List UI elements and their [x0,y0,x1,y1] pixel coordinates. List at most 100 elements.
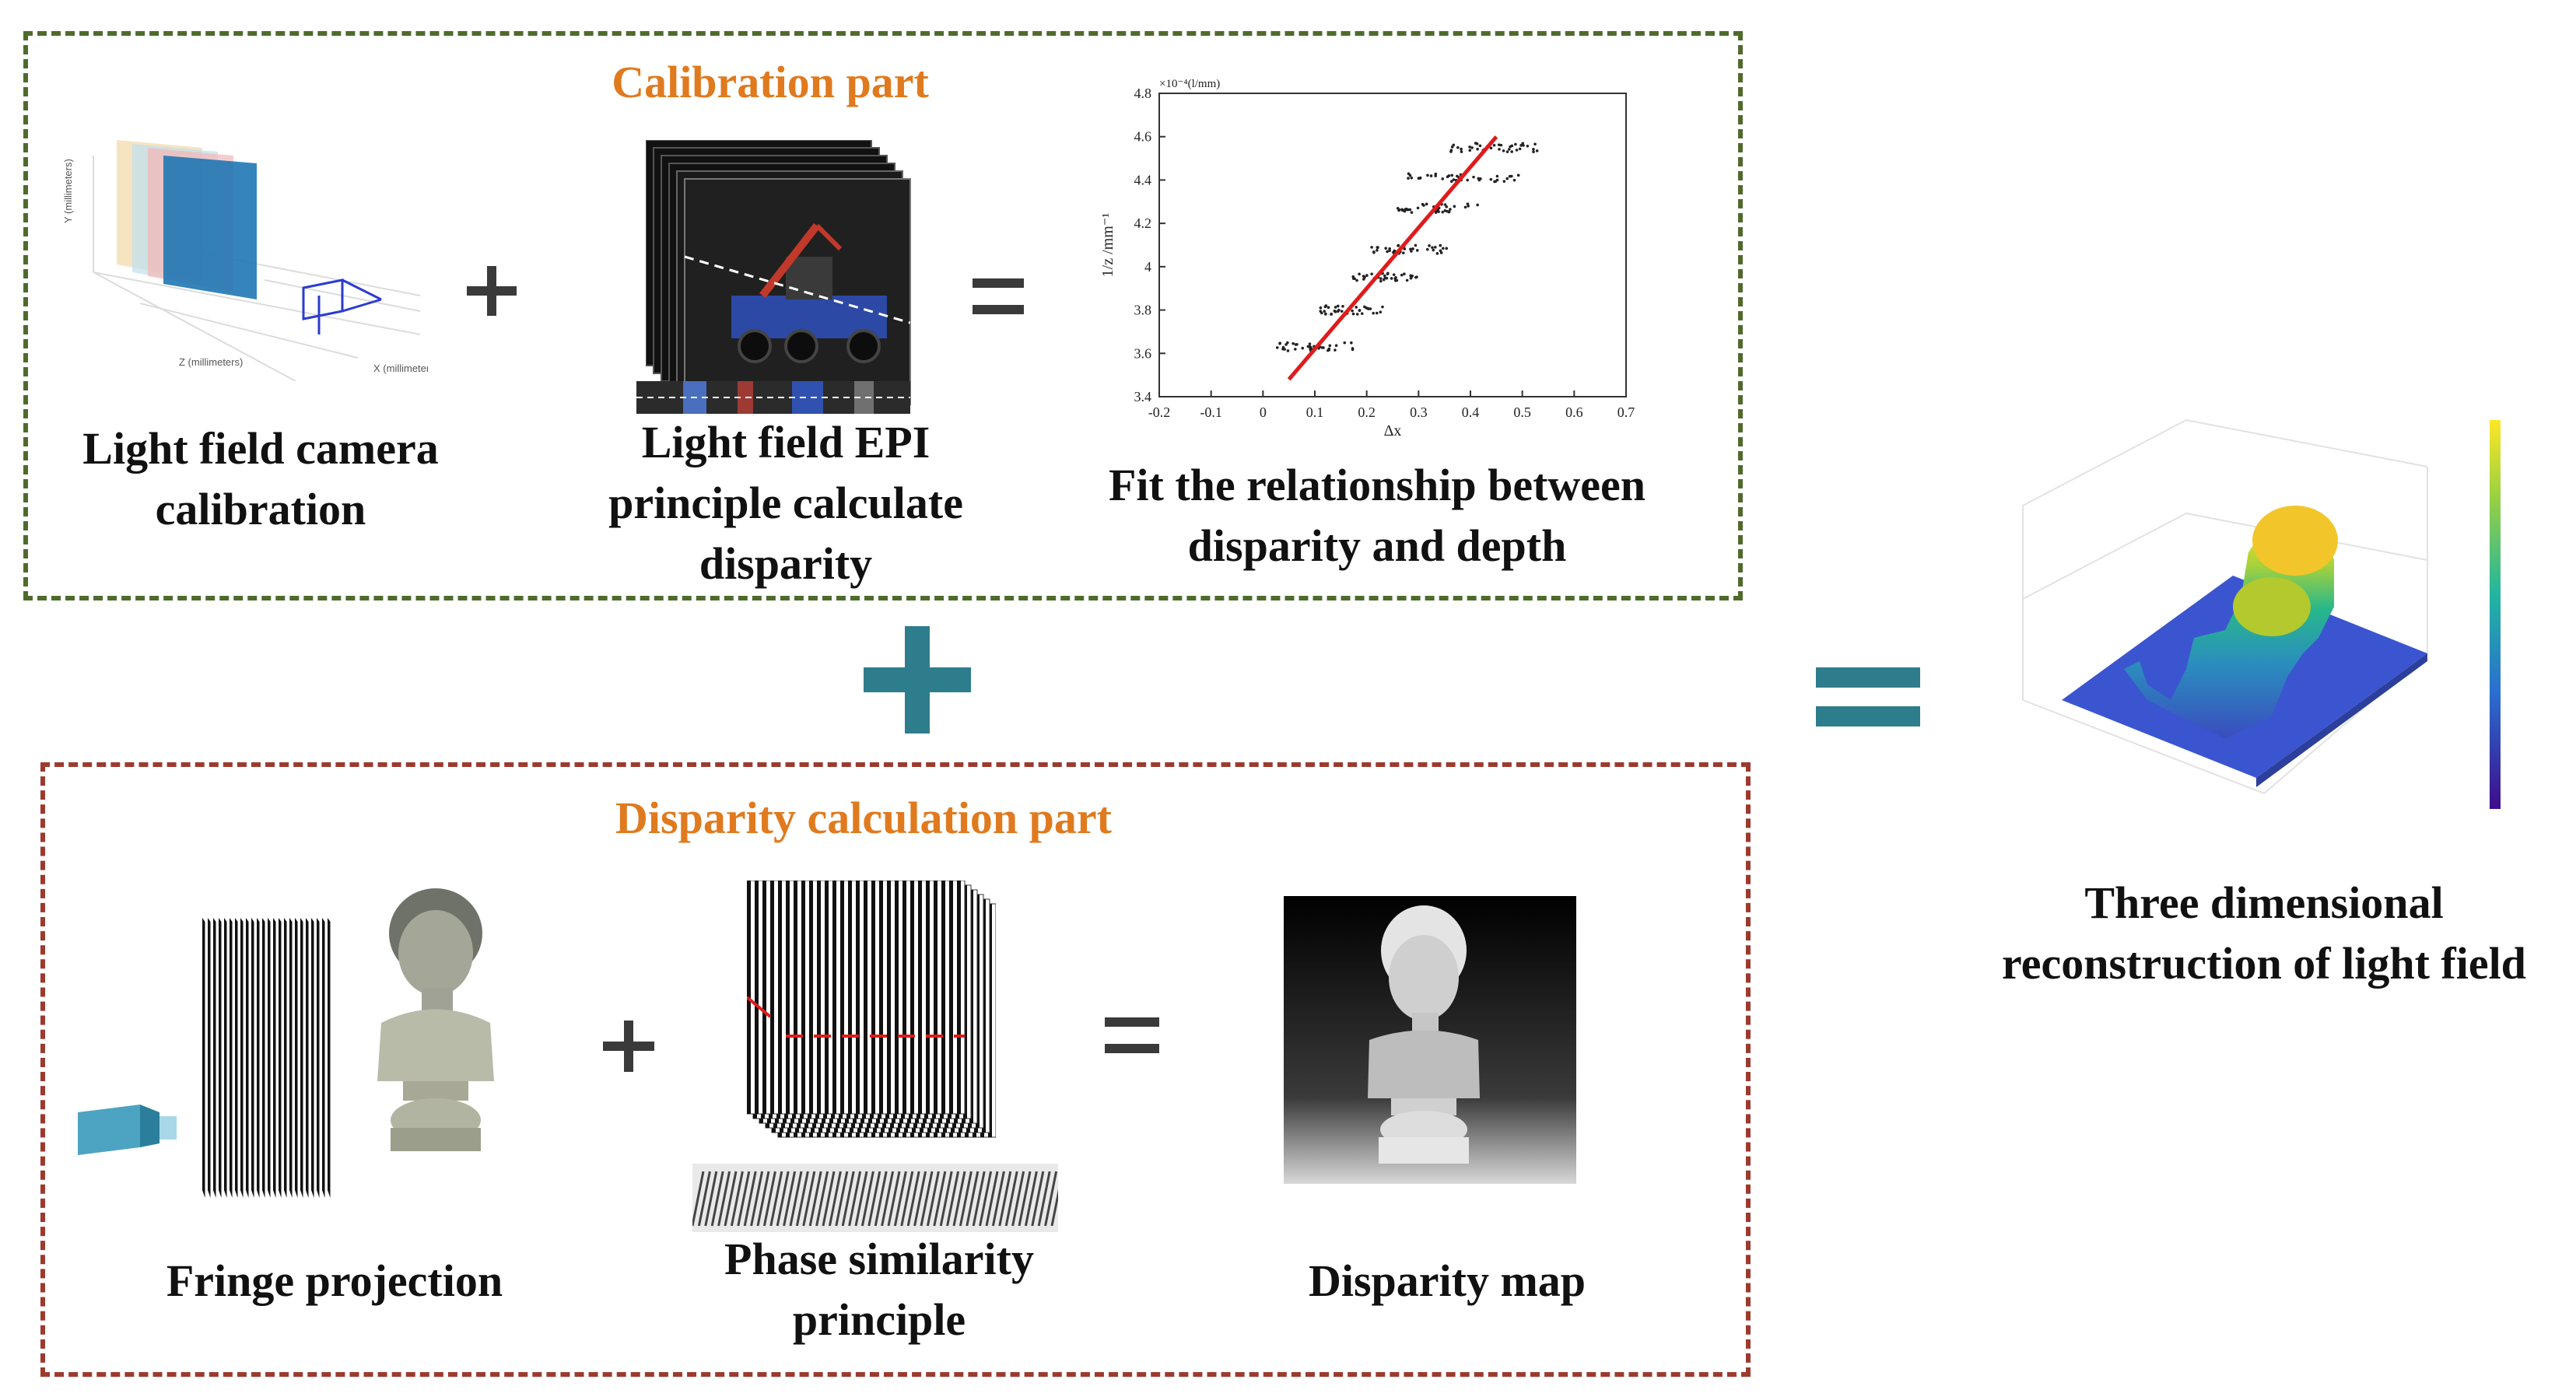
phase-stripe [949,881,953,1114]
phase-strip-line [795,1171,809,1227]
disparity-section-box [40,762,1751,1377]
phase-strip-line [979,1171,993,1227]
data-point [1351,347,1355,350]
data-point [1533,142,1537,146]
phase-strip-line [783,1171,797,1227]
data-point [1336,304,1340,308]
data-point [1489,146,1493,150]
data-point [1445,205,1449,208]
data-point [1519,144,1523,147]
data-point [1292,341,1295,345]
data-point [1407,172,1411,176]
phase-strip-line [697,1171,711,1227]
reconstruction-label: Three dimensional reconstruction of ligh… [2002,877,2526,989]
data-point [1301,346,1304,350]
data-point [1294,343,1298,346]
data-point [1379,310,1383,313]
data-point [1470,146,1474,149]
phase-strip-line [808,1171,822,1227]
data-point [1522,144,1525,147]
data-point [1351,277,1355,280]
data-point [1286,349,1290,352]
data-point [1278,341,1281,345]
phase-strip-line [743,1171,757,1227]
svg-text:Z (millimeters): Z (millimeters) [179,356,243,368]
data-point [1320,311,1323,315]
phase-strip-line [959,1171,973,1227]
fringe-stripe [300,918,303,1198]
equals-sign [973,278,1024,314]
phase-strip-line [848,1171,862,1227]
fringe-stripe [224,918,227,1198]
phase-stripe [895,881,899,1114]
data-point [1275,346,1279,349]
phase-strip-line [692,1171,705,1227]
epi-strip [636,381,910,414]
data-point [1386,250,1389,254]
data-point [1388,247,1391,250]
data-point [1414,243,1418,247]
reconstruction-3d-plot [2022,419,2501,809]
data-point [1383,274,1386,278]
data-point [1468,149,1472,152]
data-point [1392,273,1396,276]
fringe-stripe [295,918,298,1198]
phase-stripe [926,881,930,1114]
data-point [1456,145,1460,149]
phase-strip-line [893,1171,907,1227]
data-point [1446,175,1449,178]
phase-stripe [957,881,961,1114]
phase-strip-line [1037,1171,1051,1227]
phase-strip-line [985,1171,999,1227]
data-point [1472,175,1475,179]
data-point [1502,149,1505,152]
data-point [1381,305,1384,309]
data-point [1516,173,1520,177]
data-point [1417,177,1421,180]
data-point [1334,344,1338,348]
data-point [1355,313,1359,316]
data-point [1428,244,1431,247]
phase-strip-line [737,1171,751,1227]
phase-strip-line [769,1171,783,1227]
data-point [1514,142,1517,146]
phase-stripe [778,881,782,1114]
data-point [1466,202,1470,205]
fringe-stripe [246,918,249,1198]
data-point [1476,203,1479,207]
data-point [1323,305,1327,309]
phase-strip-line [998,1171,1012,1227]
phase-stripe [871,881,875,1114]
data-point [1416,206,1420,210]
data-point [1443,209,1447,212]
phase-stripe [794,881,797,1114]
y-axis-label: 1/z /mm⁻¹ [1099,213,1116,278]
phase-strip-line [1031,1171,1045,1227]
fringe-stripe [257,918,260,1198]
data-point [1425,202,1428,206]
data-point [1365,274,1369,277]
big-equals-sign [1816,667,1920,727]
data-point [1401,251,1405,254]
phase-stripe [864,881,867,1114]
data-point [1453,205,1456,208]
plot-frame [1158,93,1627,397]
data-point [1372,311,1375,315]
data-point [1334,348,1337,352]
data-point [1330,313,1333,316]
phase-stripe [934,881,938,1114]
fringe-label: Fringe projection [166,1255,503,1306]
phase-strip-line [1050,1189,1058,1227]
data-point [1388,249,1391,253]
fringe-stripe [279,918,282,1198]
data-point [1323,310,1327,313]
data-point [1532,150,1535,153]
data-point [1492,143,1496,147]
data-point [1334,306,1337,309]
fringe-stripe [306,918,309,1198]
data-point [1362,275,1365,278]
data-point [1450,173,1454,177]
phase-strip-line [966,1171,980,1227]
disparity-map-label: Disparity map [1308,1255,1586,1306]
data-point [1476,147,1479,151]
